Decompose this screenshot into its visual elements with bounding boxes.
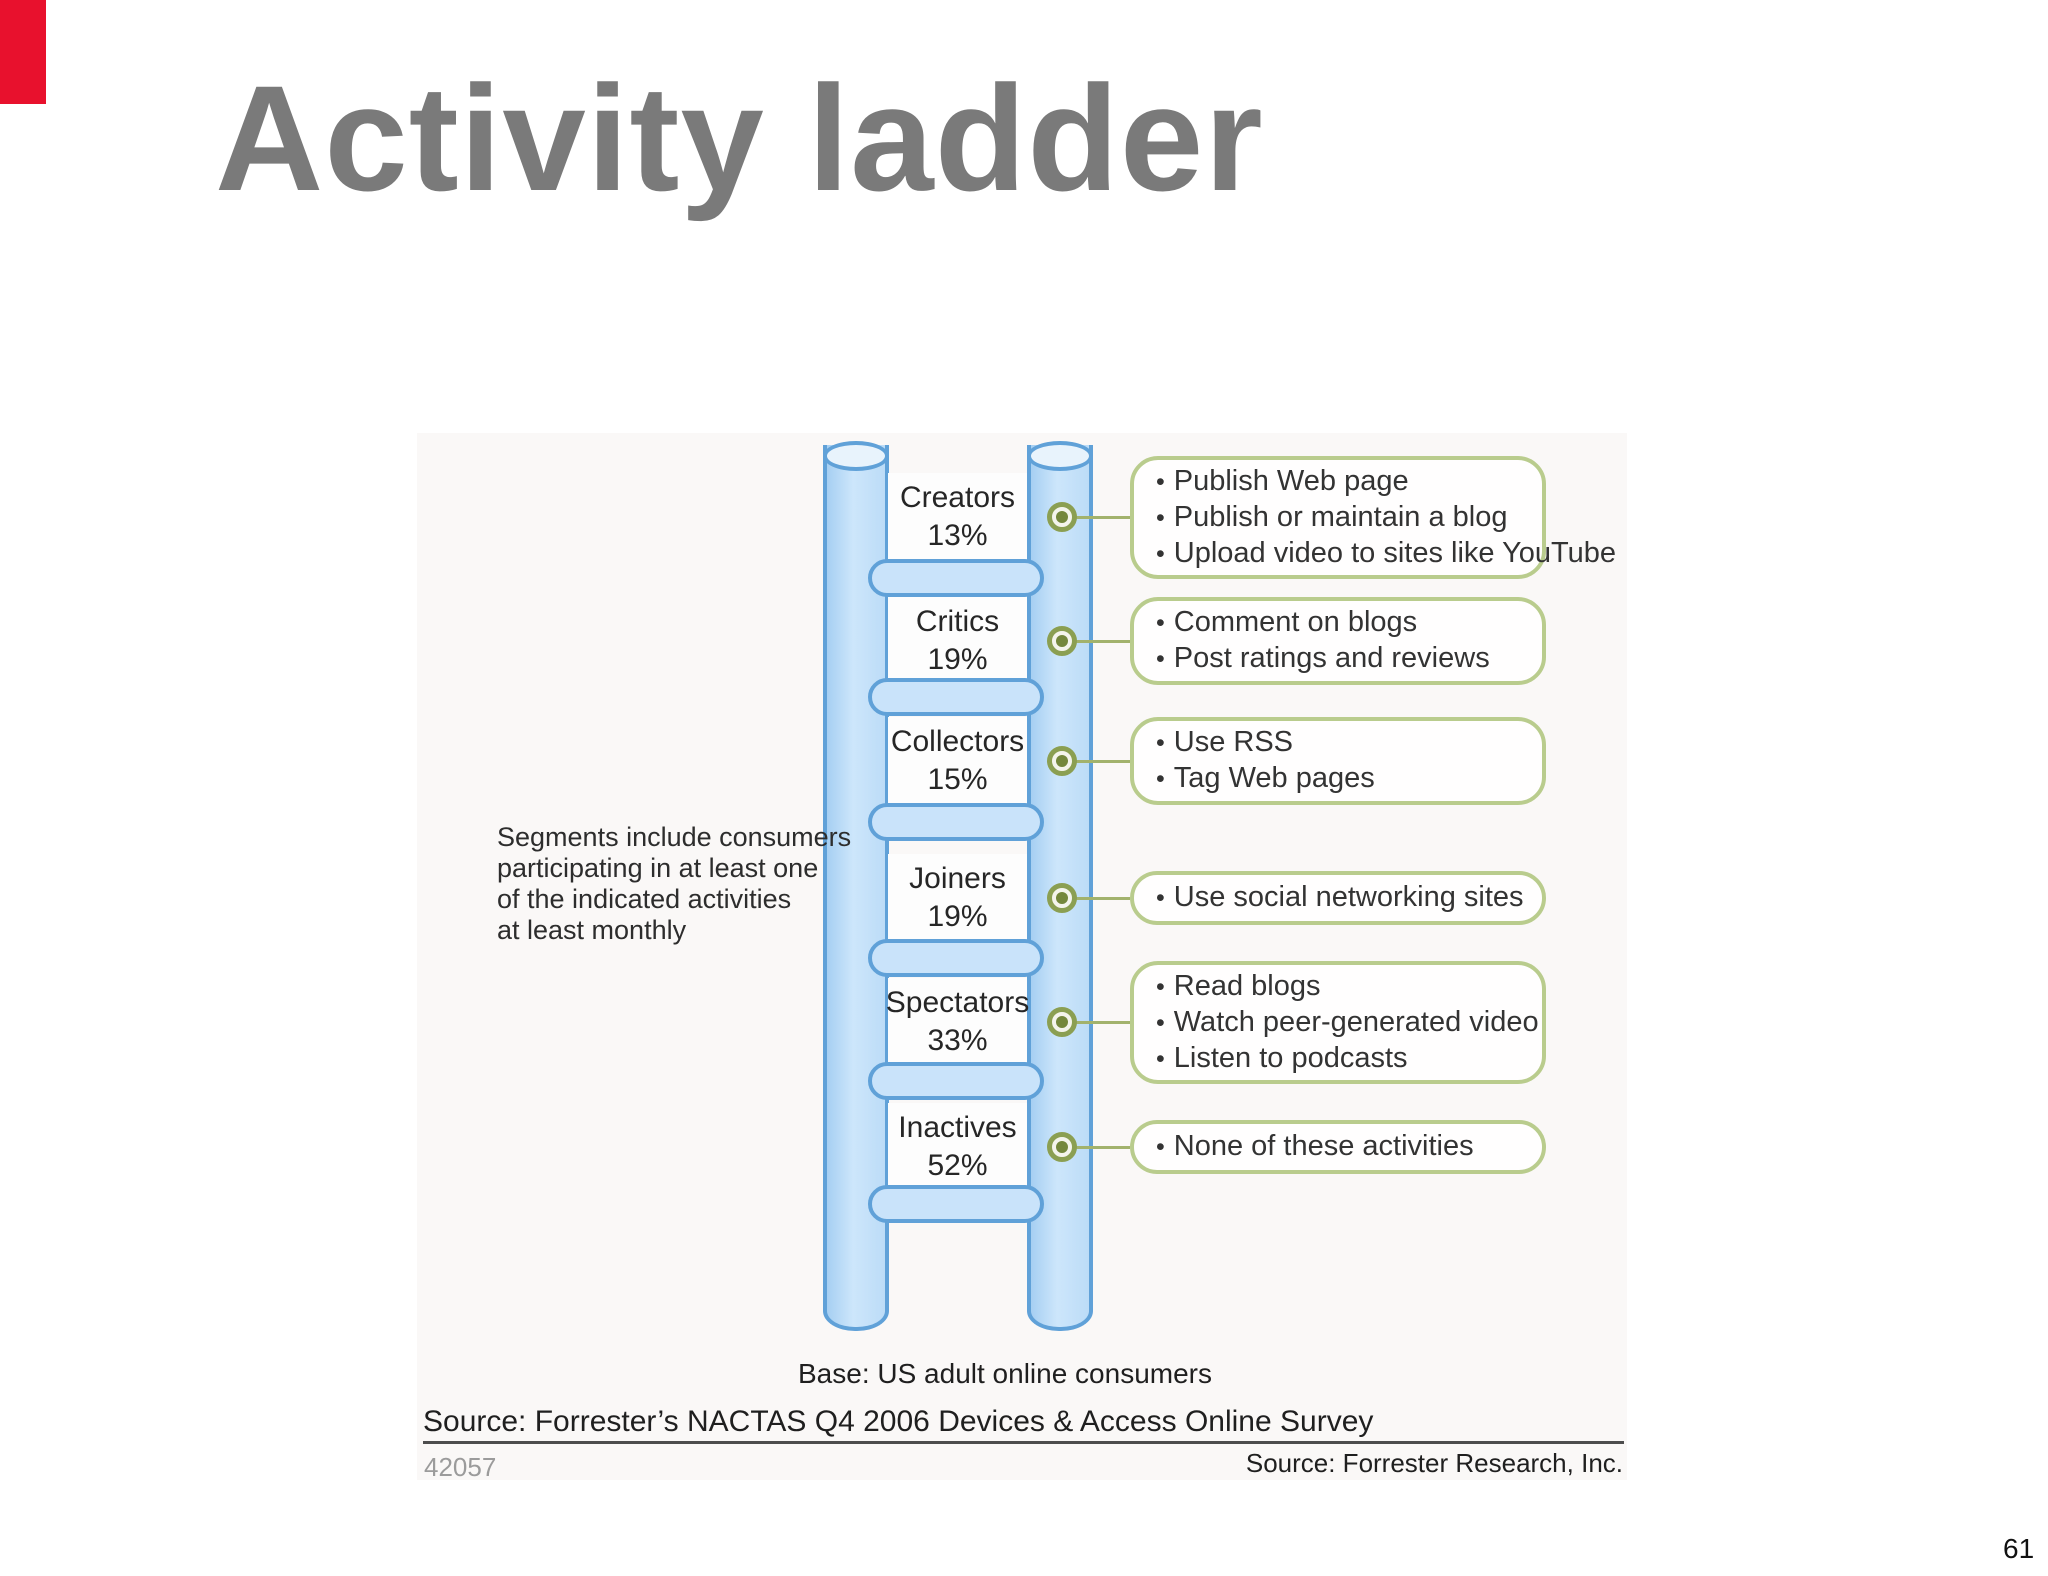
segment-label-inactives: Inactives 52%: [888, 1103, 1027, 1191]
connector-line: [1062, 516, 1130, 519]
rung-dot-icon: [1047, 502, 1077, 532]
segment-name: Spectators: [885, 986, 1030, 1019]
segments-note-line: at least monthly: [497, 915, 687, 945]
callout-critics: Comment on blogs Post ratings and review…: [1130, 597, 1546, 685]
segment-pct: 19%: [927, 900, 988, 933]
connector-line: [1062, 640, 1130, 643]
segment-label-creators: Creators 13%: [888, 473, 1027, 561]
ladder-rung: [868, 803, 1044, 841]
red-accent-bar: [0, 0, 46, 104]
rung-dot-icon: [1047, 1132, 1077, 1162]
callout-bullet: Use social networking sites: [1156, 880, 1528, 916]
segment-label-spectators: Spectators 33%: [885, 978, 1030, 1066]
callout-joiners: Use social networking sites: [1130, 871, 1546, 925]
footer-divider: [423, 1441, 1624, 1444]
rights-source: Source: Forrester Research, Inc.: [1245, 1448, 1623, 1478]
base-caption: Base: US adult online consumers: [798, 1358, 1212, 1389]
callout-bullet: Read blogs: [1156, 969, 1528, 1005]
dot-core: [1056, 1016, 1068, 1028]
callout-bullet: Upload video to sites like YouTube: [1156, 536, 1616, 572]
callout-bullet: Use RSS: [1156, 725, 1528, 761]
segments-note: Segments include consumers participating…: [497, 822, 851, 946]
ladder-rung: [868, 1185, 1044, 1223]
page-number: 61: [2003, 1533, 2035, 1564]
callout-bullet: Tag Web pages: [1156, 761, 1528, 797]
segment-pct: 52%: [927, 1149, 988, 1182]
rung-dot-icon: [1047, 626, 1077, 656]
segment-name: Collectors: [890, 725, 1025, 758]
dot-core: [1056, 635, 1068, 647]
callout-spectators: Read blogs Watch peer-generated video Li…: [1130, 961, 1546, 1084]
segments-note-line: participating in at least one: [497, 853, 819, 883]
rung-dot-icon: [1047, 746, 1077, 776]
connector-line: [1062, 1146, 1130, 1149]
connector-line: [1062, 760, 1130, 763]
segment-name: Creators: [899, 481, 1016, 514]
segment-name: Inactives: [898, 1111, 1017, 1144]
segment-label-critics: Critics 19%: [888, 597, 1027, 685]
ladder-rung: [868, 939, 1044, 977]
dot-core: [1056, 511, 1068, 523]
segments-note-line: of the indicated activities: [497, 884, 792, 914]
callout-bullet: None of these activities: [1156, 1129, 1528, 1165]
segment-label-joiners: Joiners 19%: [888, 854, 1027, 942]
segment-pct: 19%: [927, 643, 988, 676]
page-title: Activity ladder: [215, 54, 1264, 222]
rung-dot-icon: [1047, 883, 1077, 913]
connector-line: [1062, 897, 1130, 900]
survey-source: Source: Forrester’s NACTAS Q4 2006 Devic…: [423, 1405, 1374, 1438]
segment-name: Joiners: [909, 862, 1006, 895]
callout-bullet: Publish Web page: [1156, 464, 1528, 500]
segment-label-collectors: Collectors 15%: [888, 717, 1027, 805]
ladder-rung: [868, 678, 1044, 716]
segment-pct: 13%: [927, 519, 988, 552]
callout-collectors: Use RSS Tag Web pages: [1130, 717, 1546, 805]
connector-line: [1062, 1021, 1130, 1024]
callout-bullet: Listen to podcasts: [1156, 1041, 1528, 1077]
callout-bullet: Watch peer-generated video: [1156, 1005, 1539, 1041]
document-number: 42057: [424, 1452, 497, 1482]
callout-inactives: None of these activities: [1130, 1120, 1546, 1174]
callout-bullet: Post ratings and reviews: [1156, 641, 1528, 677]
segment-pct: 15%: [927, 763, 988, 796]
dot-core: [1056, 1141, 1068, 1153]
segment-name: Critics: [915, 605, 1000, 638]
callout-bullet: Comment on blogs: [1156, 605, 1528, 641]
ladder-rung: [868, 559, 1044, 597]
ladder-right-rail-cap: [1027, 441, 1093, 471]
callout-bullet: Publish or maintain a blog: [1156, 500, 1528, 536]
rung-dot-icon: [1047, 1007, 1077, 1037]
callout-creators: Publish Web page Publish or maintain a b…: [1130, 456, 1616, 579]
ladder-left-rail-cap: [823, 441, 889, 471]
segments-note-line: Segments include consumers: [497, 822, 852, 852]
dot-core: [1056, 892, 1068, 904]
segment-pct: 33%: [927, 1024, 988, 1057]
dot-core: [1056, 755, 1068, 767]
ladder-rung: [868, 1062, 1044, 1100]
